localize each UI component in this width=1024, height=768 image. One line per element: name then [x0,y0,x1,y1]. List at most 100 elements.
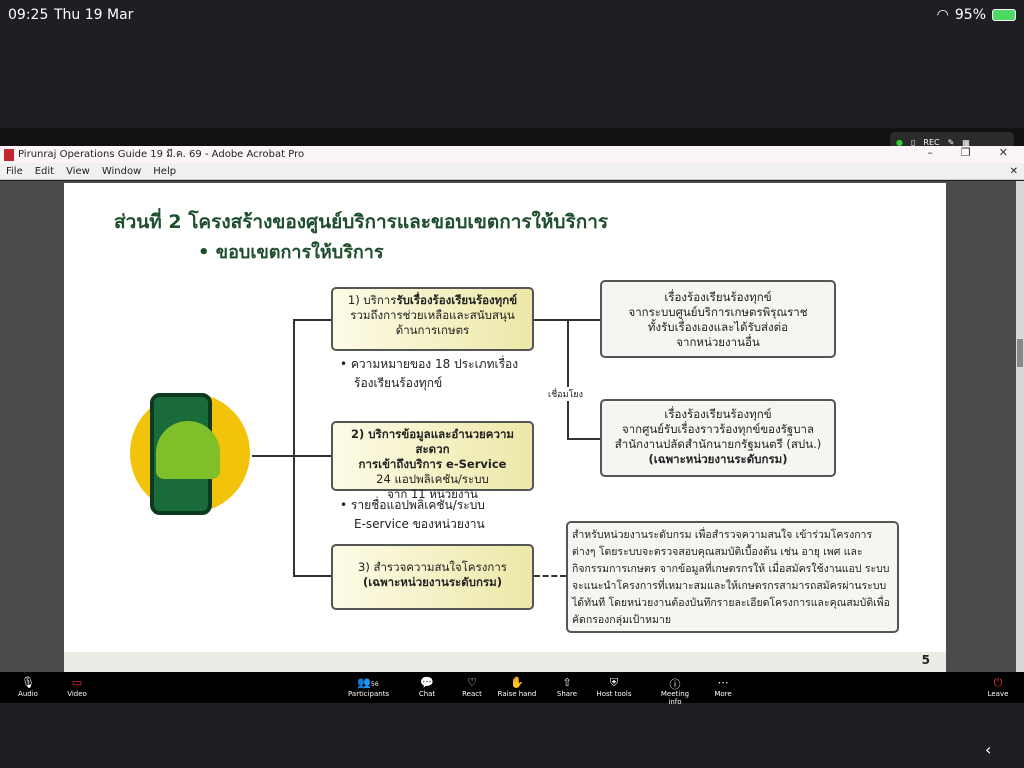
box1-prefix: 1) บริการ [347,293,397,307]
menu-view[interactable]: View [66,165,90,177]
participants-count: 56 [371,681,379,688]
src1-line: เรื่องร้องเรียนร้องทุกข์ [664,290,772,304]
connector [252,455,294,457]
connector [567,438,601,440]
back-chevron-icon[interactable]: ‹ [985,740,992,759]
box3-line: (เฉพาะหน่วยงานระดับกรม) [363,575,502,589]
leave-label: Leave [987,690,1009,698]
box2-line: 24 แอปพลิเคชัน/ระบบ [376,472,489,486]
shield-icon: ● [896,137,903,147]
vertical-scrollbar[interactable] [1016,181,1024,672]
video-button[interactable]: ▭Video [57,676,97,698]
shield-icon: ⛨ [609,676,619,689]
page-number: 5 [921,653,930,667]
share-label: Share [556,690,578,698]
participants-icon: 👥56 [357,676,379,689]
restore-button[interactable]: ❐ [960,146,971,159]
src2-line: จากศูนย์รับเรื่องราวร้องทุกข์ของรัฐบาล [621,422,815,436]
src1-line: ทั้งรับเรื่องเองและได้รับส่งต่อ [647,320,789,334]
battery-icon [992,9,1016,21]
audio-button[interactable]: 🎙Audio [8,676,48,698]
connector [293,319,295,577]
audio-label: Audio [18,690,38,698]
battery-percent: 95% [954,7,986,23]
box1-line: ด้านการเกษตร [395,323,470,337]
hand-icon: ✋ [510,676,524,689]
box1-line: รวมถึงการช่วยเหลือและสนับสนุน [350,308,515,322]
more-label: More [714,690,732,698]
box2-line: 2) บริการข้อมูลและอำนวยความสะดวก [351,427,514,456]
host-tools-button[interactable]: ⛨Host tools [594,676,634,698]
mic-icon: 🎙 [21,676,35,689]
src2-line: (เฉพาะหน่วยงานระดับกรม) [648,452,788,466]
connector [293,575,331,577]
menu-bar: File Edit View Window Help ✕ [0,163,1024,180]
slide-subtitle: • ขอบเขตการให้บริการ [198,242,384,263]
menu-edit[interactable]: Edit [34,165,55,177]
host-tools-label: Host tools [596,690,632,698]
note-box: สำหรับหน่วยงานระดับกรม เพื่อสำรวจความสนใ… [566,521,899,633]
source-box-1: เรื่องร้องเรียนร้องทุกข์ จากระบบศูนย์บริ… [600,280,836,358]
bullet-line: • ความหมายของ 18 ประเภทเรื่อง [340,357,519,371]
rec-indicator[interactable]: REC [923,137,940,147]
leave-icon: ⏻ [993,676,1003,689]
share-button[interactable]: ⇧Share [547,676,587,698]
bullet-line: • รายชื่อแอปพลิเคชัน/ระบบ [340,498,485,512]
close-doc-icon[interactable]: ✕ [1009,165,1018,177]
video-off-icon: ▭ [71,676,83,689]
bullet-1: • ความหมายของ 18 ประเภทเรื่อง ร้องเรียนร… [340,355,518,393]
page-footer-band [64,652,946,672]
menu-help[interactable]: Help [153,165,177,177]
dashed-connector [534,575,566,577]
minimize-button[interactable]: – [927,146,933,159]
doc-icon[interactable]: ▯ [910,137,916,147]
connector [567,319,569,439]
chat-button[interactable]: 💬Chat [407,676,447,698]
grid-icon[interactable]: ▦ [962,137,970,147]
more-icon: ⋯ [717,676,729,689]
wifi-icon: ◠ [936,7,949,23]
acrobat-icon [4,148,14,161]
service-box-1: 1) บริการรับเรื่องร้องเรียนร้องทุกข์ รวม… [331,287,534,351]
share-icon: ⇧ [562,676,572,689]
chat-icon: 💬 [420,676,434,689]
service-box-3: 3) สำรวจความสนใจโครงการ (เฉพาะหน่วยงานระ… [331,544,534,610]
raise-hand-button[interactable]: ✋Raise hand [497,676,537,698]
bell-icon [156,421,220,479]
connector [293,319,331,321]
raise-hand-label: Raise hand [497,690,537,698]
box3-line: 3) สำรวจความสนใจโครงการ [358,560,507,574]
service-box-2: 2) บริการข้อมูลและอำนวยความสะดวก การเข้า… [331,421,534,501]
bullet-line: E-service ของหน่วยงาน [354,517,485,531]
scroll-thumb[interactable] [1017,339,1023,367]
close-button[interactable]: ✕ [998,146,1008,159]
info-icon: ⓘ [669,678,681,691]
box2-line: การเข้าถึงบริการ e-Service [358,457,507,471]
clock: 09:25 [8,7,49,23]
window-title: Pirunraj Operations Guide 19 มี.ค. 69 - … [18,149,305,160]
source-box-2: เรื่องร้องเรียนร้องทุกข์ จากศูนย์รับเรื่… [600,399,836,477]
react-button[interactable]: ♡React [452,676,492,698]
src2-line: เรื่องร้องเรียนร้องทุกข์ [664,407,772,421]
menu-window[interactable]: Window [101,165,142,177]
participants-label: Participants [348,690,390,698]
leave-button[interactable]: ⏻Leave [978,676,1018,698]
bullet-line: ร้องเรียนร้องทุกข์ [354,376,443,390]
more-button[interactable]: ⋯More [703,676,743,698]
date: Thu 19 Mar [54,7,134,23]
heart-icon: ♡ [467,676,477,689]
menu-file[interactable]: File [6,165,23,177]
pen-icon[interactable]: ✎ [947,137,955,147]
react-label: React [462,690,482,698]
slide-title: ส่วนที่ 2 โครงสร้างของศูนย์บริการและขอบเ… [114,211,609,233]
box2-line: จาก 11 หน่วยงาน [387,487,478,501]
src2-line: สำนักงานปลัดสำนักนายกรัฐมนตรี (สปน.) [614,437,822,451]
bullet-2: • รายชื่อแอปพลิเคชัน/ระบบ E-service ของห… [340,496,485,534]
meeting-info-label: Meeting info [660,690,690,706]
pdf-page: ส่วนที่ 2 โครงสร้างของศูนย์บริการและขอบเ… [64,183,946,672]
share-bar [0,128,1024,146]
box1-bold: รับเรื่องร้องเรียนร้องทุกข์ [396,293,518,307]
